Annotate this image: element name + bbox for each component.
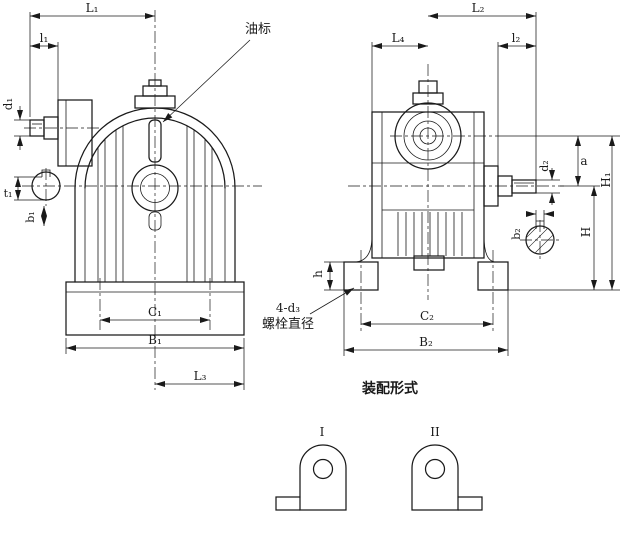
dim-label-C2: C₂: [420, 309, 434, 323]
b2-circle-centerlines: [520, 220, 560, 260]
output-keyway-notch: [535, 220, 545, 229]
dim-label-a: a: [580, 154, 587, 168]
dim-label-b2: b₂: [510, 228, 523, 239]
assembly-heading: 装配形式: [361, 380, 418, 397]
oil-gauge-slot: [148, 119, 162, 163]
wheel-bore-circle: [131, 164, 179, 212]
oil-gauge-leader: [162, 39, 251, 123]
dim-label-C1: C₁: [148, 305, 162, 319]
cooling-ribs: [97, 126, 213, 282]
dim-label-d1: d₁: [1, 98, 15, 111]
figure1-foot: [275, 496, 301, 511]
dim-label-l1: l₁: [40, 31, 49, 45]
worm-shaft-circle: [419, 127, 437, 145]
left-foot: [343, 261, 379, 291]
side-cap-knob: [418, 80, 438, 94]
bolt-callout-line2: 螺栓直径: [262, 317, 314, 332]
dim-label-B1: B₁: [148, 333, 162, 347]
dim-label-d2: d₂: [538, 160, 551, 171]
dim-label-h: h: [311, 270, 325, 278]
breather-knob: [148, 79, 162, 87]
lower-slot: [148, 211, 162, 231]
front-extension-lines: [14, 12, 245, 390]
assembly-form2-label: II: [430, 425, 440, 439]
output-shaft-section-circle: [525, 225, 555, 255]
figure1-shaft-hole: [312, 458, 334, 480]
side-bolt-centerlines: [360, 250, 494, 332]
assembly-forms: 装配形式 I II: [275, 380, 483, 511]
input-shaft-step2: [29, 119, 45, 137]
side-view: L₂ L₄ l₂ d₂ a H₁ H b₂ h C₂ B₂ 4-d₃ 螺栓直径: [262, 1, 620, 356]
section-hatching: [526, 226, 554, 254]
dim-label-b1: b₁: [24, 211, 37, 222]
housing-walls: [74, 187, 236, 283]
figure1-body: [299, 444, 347, 511]
dim-label-H: H: [579, 227, 593, 237]
wheel-bore-inner-circle: [140, 173, 170, 203]
bearing-boss: [57, 99, 93, 167]
side-housing-inner-lines: [372, 112, 484, 258]
dim-label-L3: L₃: [194, 369, 207, 383]
dim-label-H1: H₁: [599, 172, 613, 187]
bottom-plug-block: [413, 255, 445, 271]
right-foot: [477, 261, 509, 291]
dim-label-L4: L₄: [392, 31, 405, 45]
assembly-figure-2: [411, 444, 483, 511]
dim-label-l2: l₂: [512, 31, 521, 45]
worm-boss-outer-circle: [394, 102, 462, 170]
bolt-callout-line1: 4-d₃: [276, 301, 300, 315]
dim-label-L1: L₁: [86, 1, 99, 15]
oil-gauge-label: 油标: [245, 22, 271, 37]
output-shaft-step2: [511, 179, 537, 194]
dim-label-t1: t₁: [4, 187, 13, 200]
assembly-figure-1: [275, 444, 347, 511]
figure2-shaft-hole: [424, 458, 446, 480]
dim-label-L2: L₂: [472, 1, 485, 15]
foot-fillet-arcs: [353, 235, 497, 263]
side-extension-lines: [324, 12, 620, 356]
assembly-form1-label: I: [320, 425, 325, 439]
base-flange: [65, 281, 245, 336]
bolt-callout-leader: [309, 287, 355, 315]
front-view: L₁ l₁ d₁ t₁ b₁ C₁ B₁ L₃ 油标: [1, 1, 271, 390]
keyway-notch: [41, 169, 51, 177]
housing-inner-walls: [84, 188, 226, 282]
figure2-foot: [457, 496, 483, 511]
worm-boss-circle-3: [412, 120, 444, 152]
figure2-body: [411, 444, 459, 511]
dim-label-B2: B₂: [419, 335, 433, 349]
side-cooling-ribs: [397, 212, 463, 256]
